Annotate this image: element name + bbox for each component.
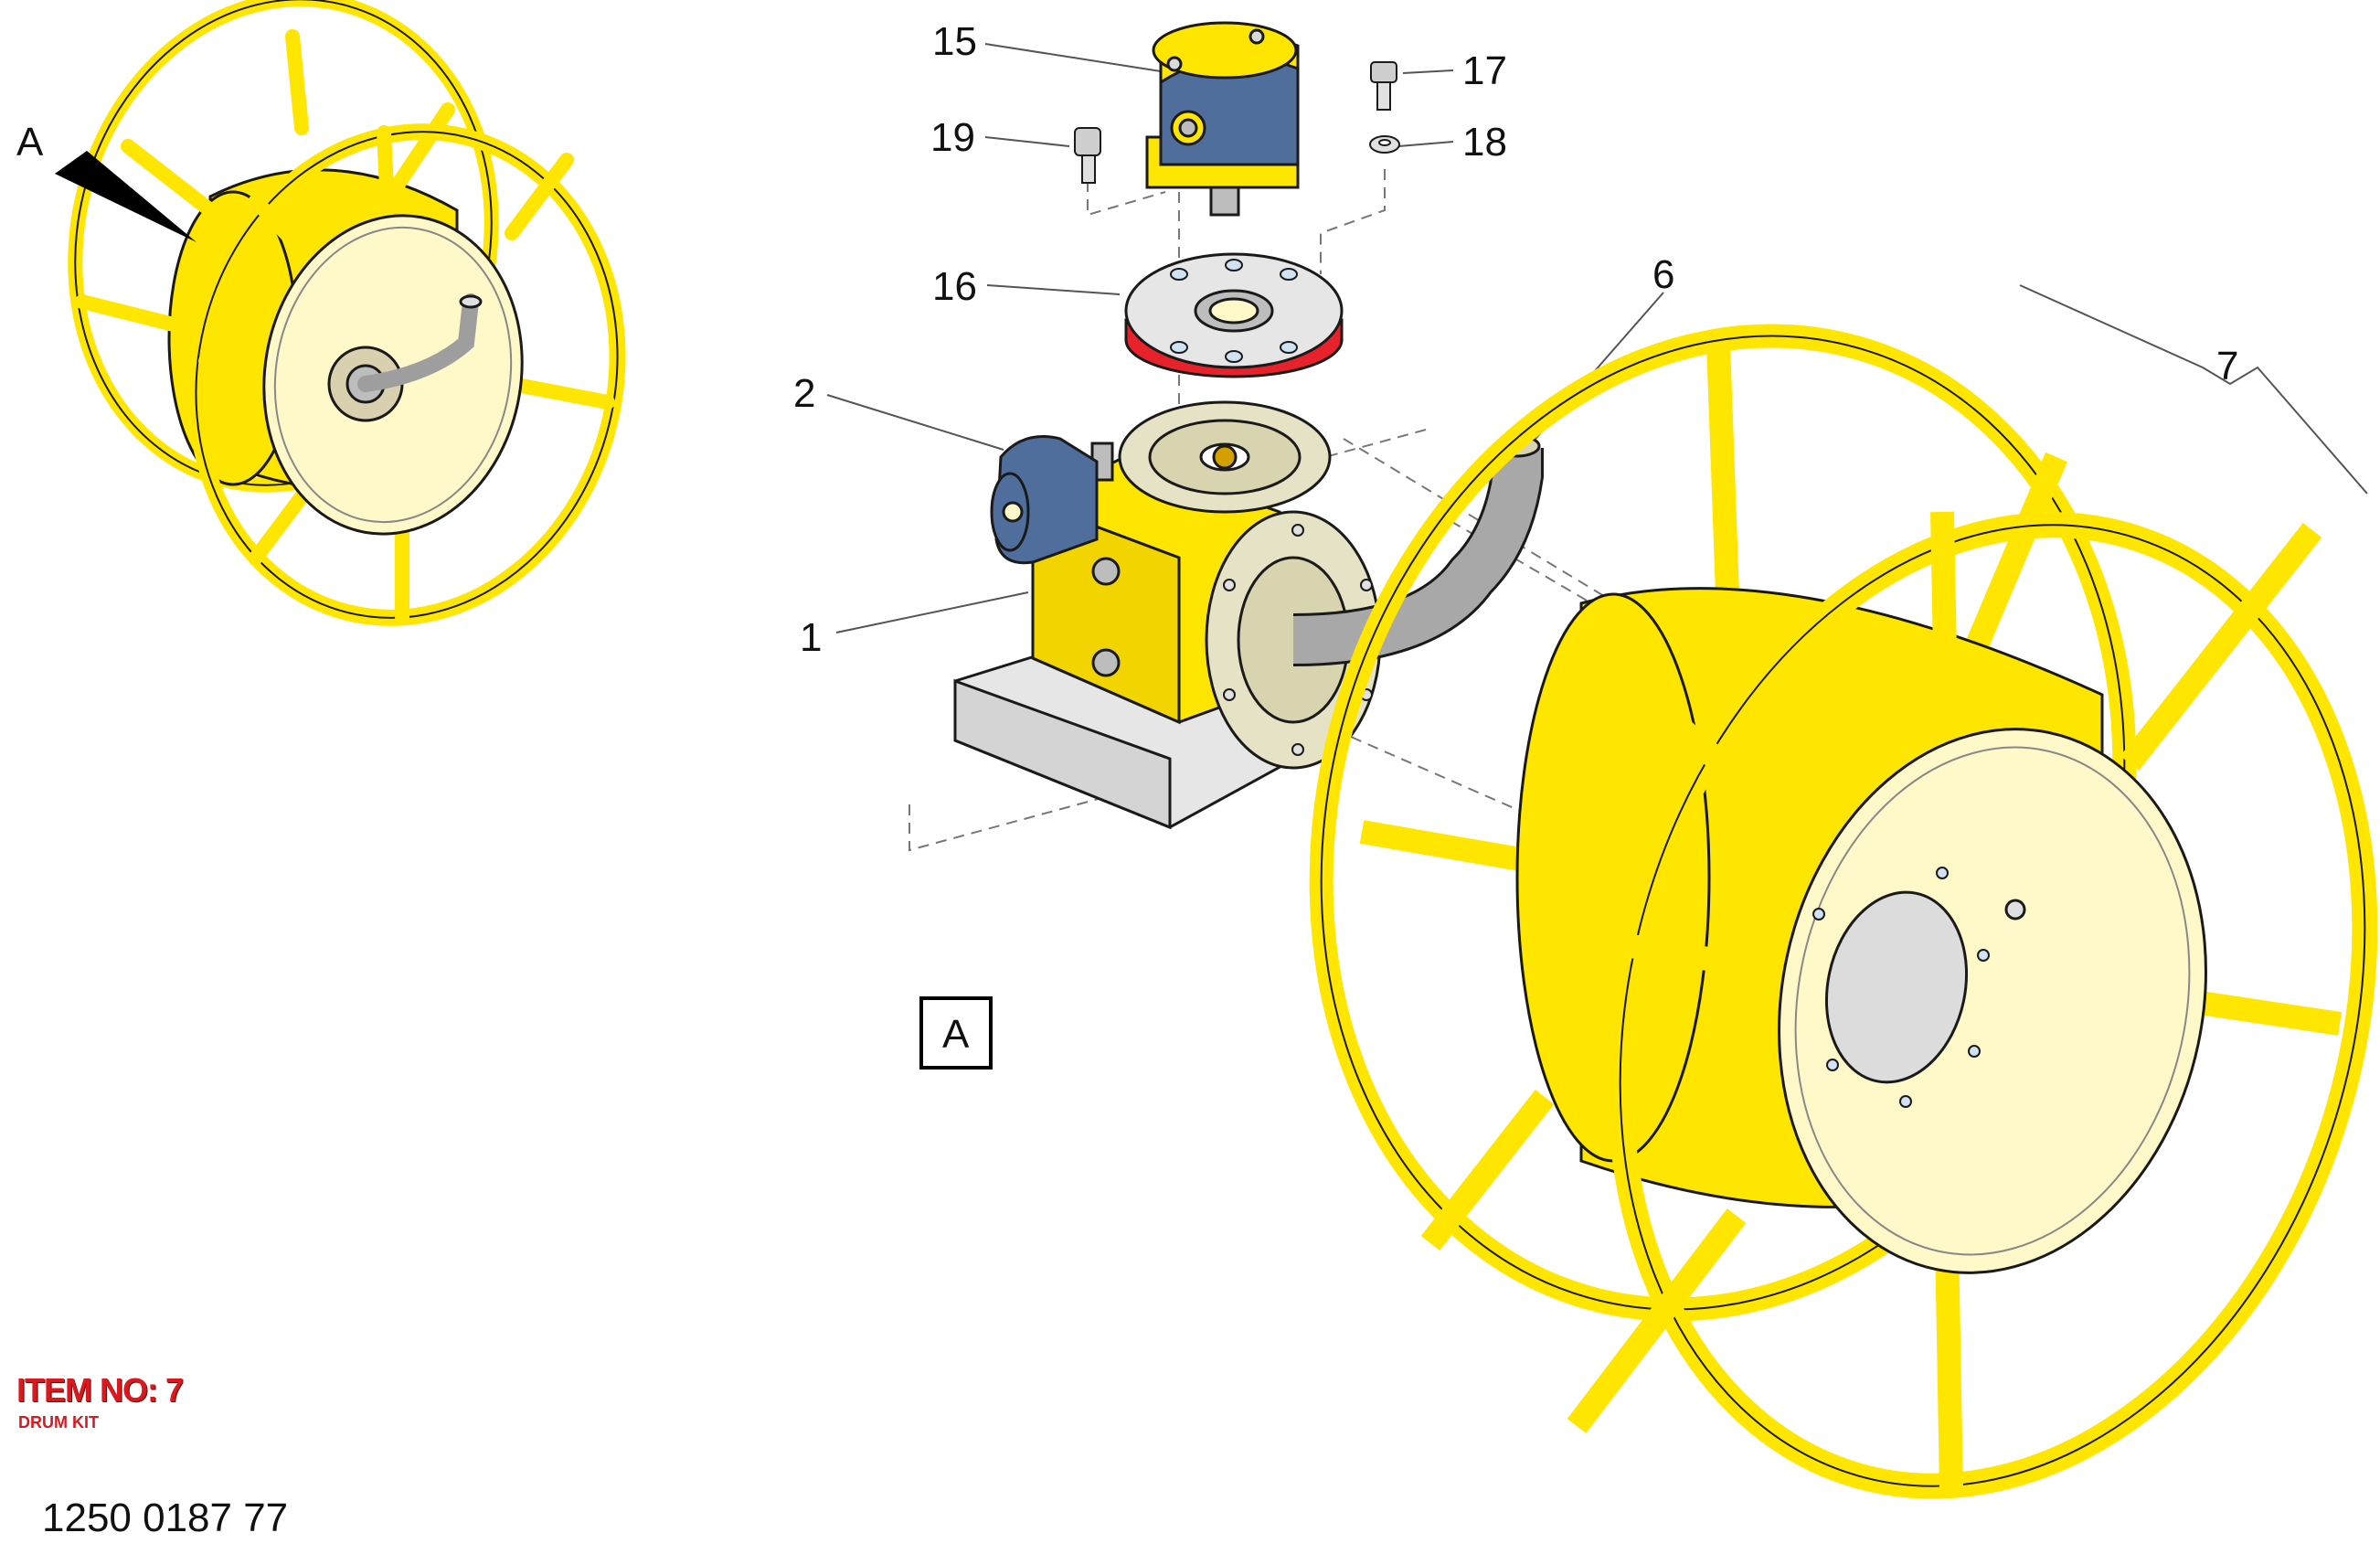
part-19-bolt (1074, 127, 1101, 184)
callout-16: 16 (932, 264, 977, 309)
arrow-label: A (16, 120, 44, 165)
part-18-washer (1369, 135, 1400, 154)
part-15-hydraulic-motor (1145, 21, 1300, 217)
part-2-blue-motor (990, 435, 1099, 565)
callout-19: 19 (930, 115, 975, 160)
view-a-label: A (942, 1012, 970, 1057)
callout-6: 6 (1652, 252, 1674, 297)
leader-lines (826, 43, 2368, 633)
reel-overview (68, 0, 626, 626)
callout-17: 17 (1462, 48, 1507, 93)
callout-7: 7 (2216, 344, 2238, 388)
view-arrow (55, 151, 197, 242)
view-a-box (919, 996, 993, 1070)
callout-18: 18 (1462, 120, 1507, 165)
callout-1: 1 (800, 615, 822, 660)
part-16-adapter-plate (1124, 252, 1344, 378)
part-7-drum-kit (1309, 324, 2378, 1499)
part-17-bolt (1370, 61, 1397, 111)
item-description: DRUM KIT (18, 1413, 99, 1432)
item-number-title: ITEM NO: 7 (16, 1371, 184, 1409)
part-number: 1250 0187 77 (42, 1495, 289, 1540)
callout-2: 2 (793, 371, 815, 416)
callout-15: 15 (932, 19, 977, 64)
